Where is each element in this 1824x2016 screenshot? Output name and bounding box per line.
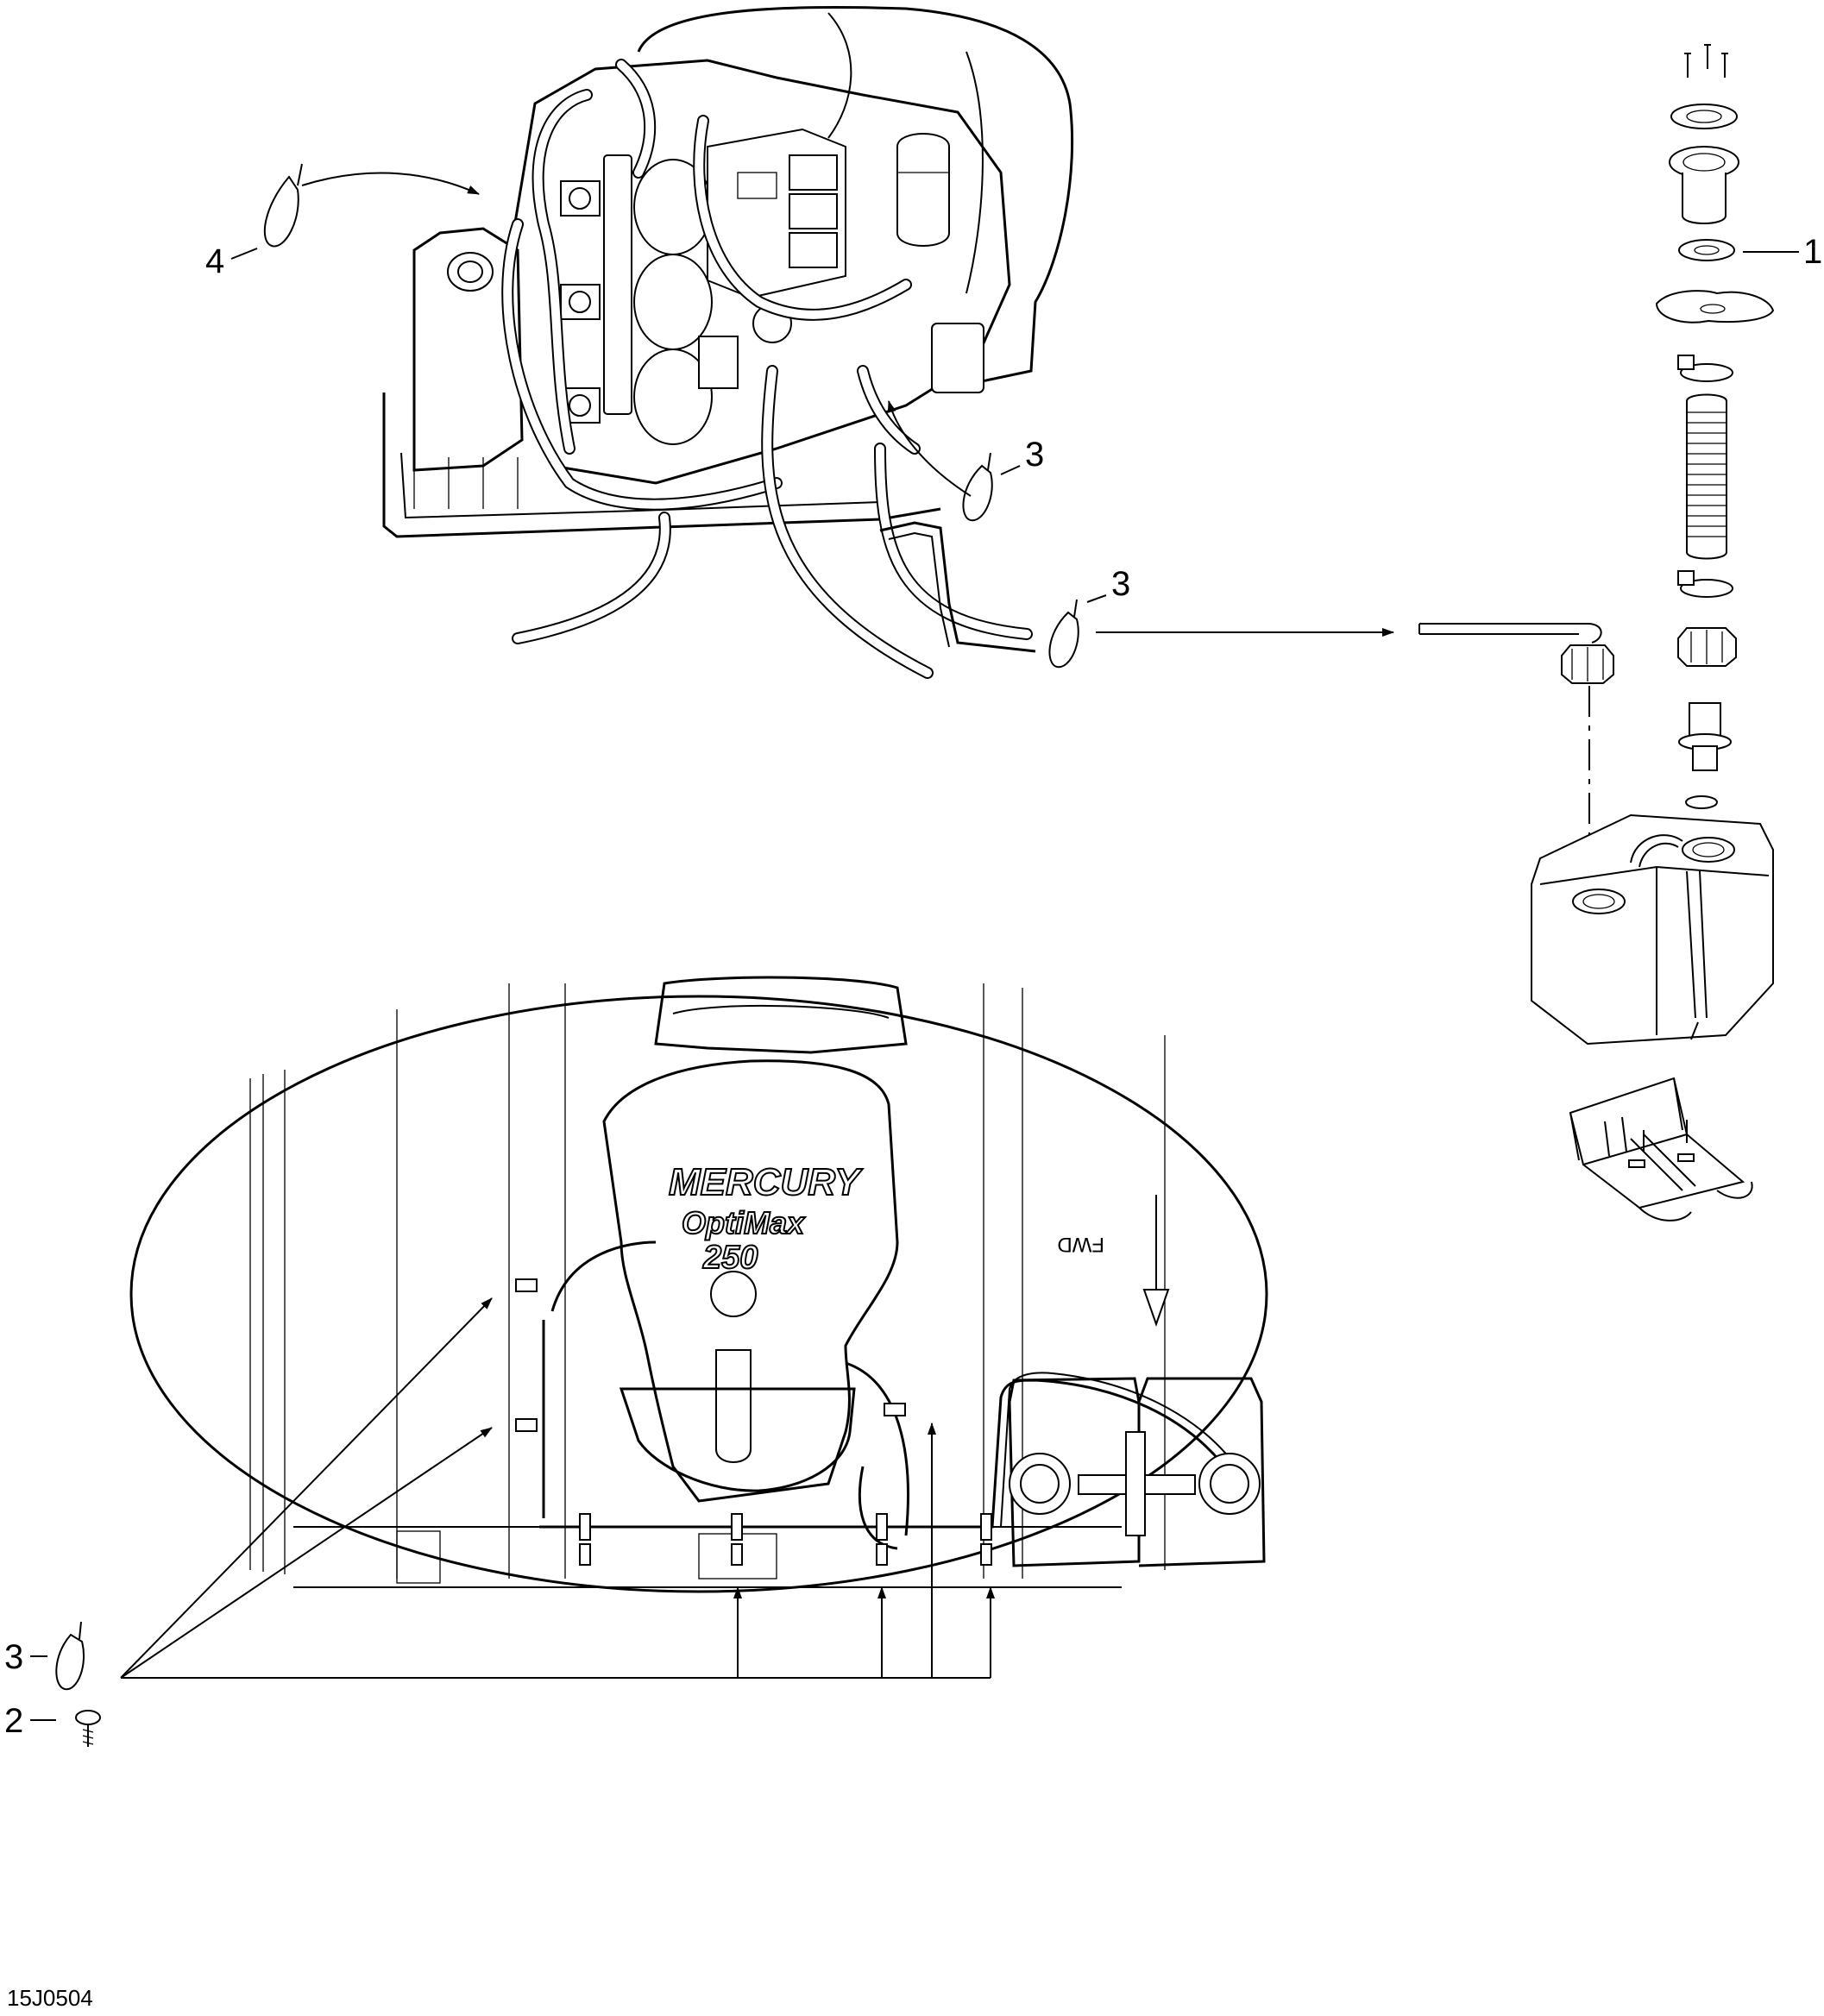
- tank-bracket: [1569, 1077, 1753, 1222]
- logo-number: 250: [702, 1240, 758, 1276]
- engine-assembly: [382, 5, 1074, 679]
- boat-top-view: MERCURY OptiMax 250: [129, 976, 1268, 1593]
- callout-3-engine: 3: [1025, 436, 1044, 474]
- fill-assembly: [1655, 44, 1775, 809]
- callout-3-mid: 3: [1111, 565, 1130, 603]
- callout-1: 1: [1803, 233, 1822, 271]
- callout-3-engine-leader: [1000, 465, 1021, 475]
- fwd-label: FWD: [1057, 1233, 1104, 1256]
- tie-wrap-3-bottom: [55, 1621, 85, 1691]
- leader-4: [301, 172, 480, 195]
- callout-4: 4: [205, 242, 224, 280]
- fuel-line-fitting: [1418, 623, 1614, 684]
- logo-brand: MERCURY: [669, 1161, 863, 1203]
- tie-wrap-4: [263, 163, 303, 248]
- oil-tank: [1531, 813, 1774, 1046]
- tie-wrap-3-engine: [962, 452, 993, 522]
- logo-model: OptiMax: [682, 1205, 806, 1240]
- callout-2: 2: [4, 1702, 23, 1740]
- callout-3-mid-leader: [1086, 594, 1107, 603]
- tie-wrap-3-mid: [1048, 599, 1079, 669]
- figure-code: 15J0504: [7, 1985, 93, 2011]
- screw-2: [75, 1710, 101, 1747]
- callout-3-bottom: 3: [4, 1638, 23, 1676]
- pointer-lines: [120, 1297, 995, 1679]
- callout-4-leader: [230, 248, 258, 260]
- leader-3-engine: [887, 400, 972, 497]
